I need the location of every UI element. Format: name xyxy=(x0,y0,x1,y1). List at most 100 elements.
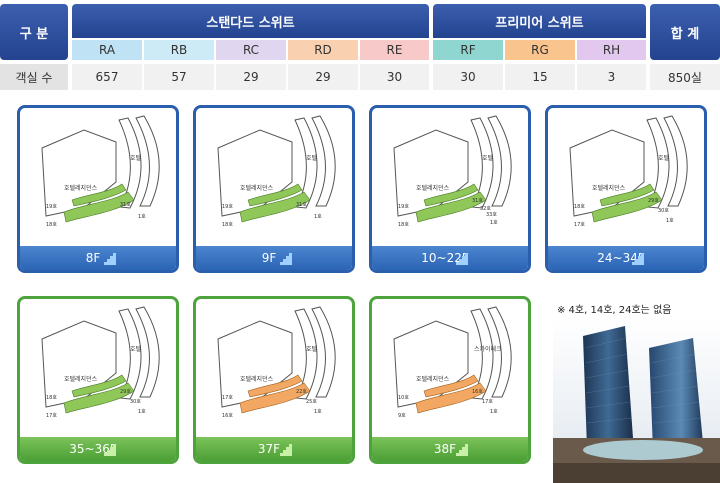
floor-label: 35~36F xyxy=(69,442,117,456)
sky-deck-label: 스카이데크 xyxy=(474,345,502,353)
floor-plan-37f: 호텔 호텔레지던스 17호 16호 22호 25호 1호 xyxy=(217,306,336,419)
room-18-label: 18호 xyxy=(398,222,409,228)
count-re: 30 xyxy=(360,64,429,90)
floor-label-bar: 24~34F xyxy=(548,246,704,270)
type-code-rh: RH xyxy=(577,40,646,60)
room-18-label: 18호 xyxy=(222,222,233,228)
residence-label: 호텔레지던스 xyxy=(240,184,274,192)
floor-card-24-34f: 호텔 호텔레지던스 18호 17호 29호 30호 1호 24~34F xyxy=(545,105,707,273)
floor-label-bar: 8F xyxy=(20,246,176,270)
floor-label-bar: 38F xyxy=(372,437,528,461)
floor-label: 9F xyxy=(261,251,277,265)
room-16-label: 16호 xyxy=(222,413,233,419)
hotel-label: 호텔 xyxy=(130,345,142,353)
stairs-icon xyxy=(280,253,292,265)
residence-label: 호텔레지던스 xyxy=(416,375,450,383)
room-25-label: 25호 xyxy=(306,399,317,405)
room-30-label: 30호 xyxy=(658,208,669,214)
room-17-label: 17호 xyxy=(222,395,233,401)
count-rg: 15 xyxy=(505,64,575,90)
floor-card-9f: 호텔 호텔레지던스 19호 18호 31호 1호 9F xyxy=(193,105,355,273)
count-rh: 3 xyxy=(577,64,646,90)
count-rf: 30 xyxy=(433,64,503,90)
floor-label: 24~34F xyxy=(597,251,645,265)
floor-card-38f: 스카이데크 호텔레지던스 10호 9호 16호 17호 1호 38F xyxy=(369,296,531,464)
residence-label: 호텔레지던스 xyxy=(592,184,626,192)
hotel-label: 호텔 xyxy=(482,154,494,162)
stairs-icon xyxy=(104,253,116,265)
floor-label: 8F xyxy=(85,251,101,265)
room-19-label: 19호 xyxy=(222,204,233,210)
count-total: 850실 xyxy=(650,64,720,90)
type-code-rd: RD xyxy=(288,40,358,60)
room-19-label: 19호 xyxy=(46,204,57,210)
room-1-label: 1호 xyxy=(666,218,674,224)
count-rd: 29 xyxy=(288,64,358,90)
hotel-label: 호텔 xyxy=(130,154,142,162)
stairs-icon xyxy=(456,253,468,265)
stairs-icon xyxy=(632,253,644,265)
room-17-label: 17호 xyxy=(574,222,585,228)
room-1-label: 1호 xyxy=(138,409,146,415)
room-31-label: 31호 xyxy=(296,202,307,208)
floor-label-bar: 35~36F xyxy=(20,437,176,461)
floor-label: 10~22F xyxy=(421,251,469,265)
type-code-rc: RC xyxy=(216,40,286,60)
floor-card-10-22f: 호텔 호텔레지던스 19호 18호 31호 32호 33호 1호 10~22F xyxy=(369,105,531,273)
floor-plan-9f: 호텔 호텔레지던스 19호 18호 31호 1호 xyxy=(217,115,336,228)
total-header: 합 계 xyxy=(650,4,720,60)
standard-suite-header: 스탠다드 스위트 xyxy=(72,4,429,38)
stairs-icon xyxy=(456,444,468,456)
residence-label: 호텔레지던스 xyxy=(64,375,98,383)
floor-plan-24-34f: 호텔 호텔레지던스 18호 17호 29호 30호 1호 xyxy=(569,115,688,228)
room-1-label: 1호 xyxy=(490,409,498,415)
residence-label: 호텔레지던스 xyxy=(416,184,450,192)
room-31-label: 31호 xyxy=(120,202,131,208)
room-1-label: 1호 xyxy=(490,220,498,226)
type-code-rg: RG xyxy=(505,40,575,60)
room-22-label: 22호 xyxy=(296,389,307,395)
type-code-rf: RF xyxy=(433,40,503,60)
room-18-label: 18호 xyxy=(574,204,585,210)
room-10-label: 10호 xyxy=(398,395,409,401)
room-9-label: 9호 xyxy=(398,413,406,419)
hotel-label: 호텔 xyxy=(658,154,670,162)
row-header: 구 분 xyxy=(0,4,68,60)
floor-plan-38f: 스카이데크 호텔레지던스 10호 9호 16호 17호 1호 xyxy=(393,306,512,419)
missing-rooms-note: ※ 4호, 14호, 24호는 없음 xyxy=(557,305,672,316)
floor-plan-10-22f: 호텔 호텔레지던스 19호 18호 31호 32호 33호 1호 xyxy=(393,115,512,228)
stairs-icon xyxy=(280,444,292,456)
residence-label: 호텔레지던스 xyxy=(64,184,98,192)
room-32-label: 32호 xyxy=(480,206,491,212)
room-1-label: 1호 xyxy=(314,214,322,220)
room-33-label: 33호 xyxy=(486,212,497,218)
room-18-label: 18호 xyxy=(46,222,57,228)
building-photo xyxy=(553,318,720,483)
stairs-icon xyxy=(104,444,116,456)
count-rc: 29 xyxy=(216,64,286,90)
floor-card-37f: 호텔 호텔레지던스 17호 16호 22호 25호 1호 37F xyxy=(193,296,355,464)
floor-label: 38F xyxy=(433,442,457,456)
count-rb: 57 xyxy=(144,64,214,90)
room-1-label: 1호 xyxy=(314,409,322,415)
type-code-rb: RB xyxy=(144,40,214,60)
floor-label-bar: 9F xyxy=(196,246,352,270)
room-31-label: 31호 xyxy=(472,198,483,204)
floor-card-35-36f: 호텔 호텔레지던스 18호 17호 29호 30호 1호 35~36F xyxy=(17,296,179,464)
floor-card-8f: 호텔 호텔레지던스 19호 18호 31호 1호 8F xyxy=(17,105,179,273)
room-17-label: 17호 xyxy=(46,413,57,419)
room-19-label: 19호 xyxy=(398,204,409,210)
room-29-label: 29호 xyxy=(648,198,659,204)
hotel-label: 호텔 xyxy=(306,154,318,162)
floor-label-bar: 10~22F xyxy=(372,246,528,270)
room-18-label: 18호 xyxy=(46,395,57,401)
room-29-label: 29호 xyxy=(120,389,131,395)
floor-label-bar: 37F xyxy=(196,437,352,461)
room-count-label: 객실 수 xyxy=(0,64,68,90)
room-1-label: 1호 xyxy=(138,214,146,220)
hotel-label: 호텔 xyxy=(306,345,318,353)
type-code-ra: RA xyxy=(72,40,142,60)
room-30-label: 30호 xyxy=(130,399,141,405)
room-17-label: 17호 xyxy=(482,399,493,405)
floor-label: 37F xyxy=(257,442,281,456)
